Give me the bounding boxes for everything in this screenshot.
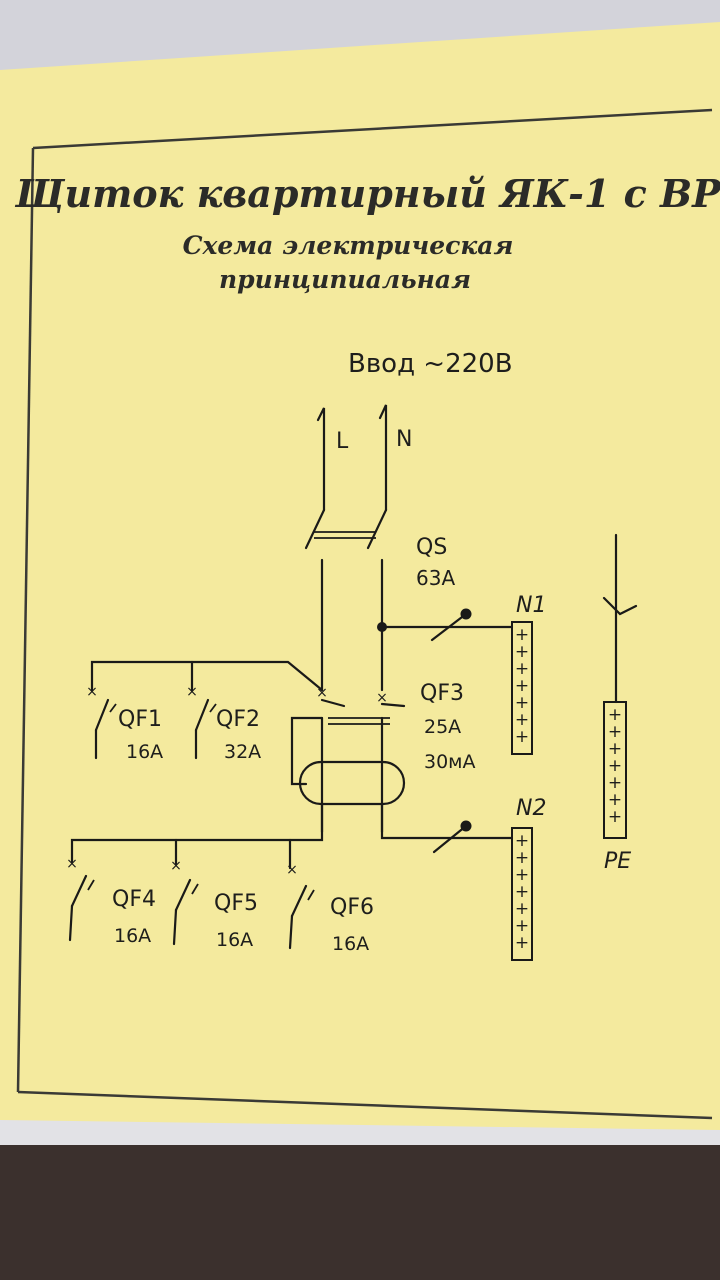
svg-text:+: + <box>608 722 622 742</box>
svg-text:+: + <box>515 727 529 747</box>
qf1-rating: 16А <box>126 741 163 763</box>
bus-pe-label: PE <box>604 849 631 874</box>
svg-text:+: + <box>515 659 529 679</box>
bus-n1: + + + + + + + <box>511 621 533 755</box>
svg-text:+: + <box>515 642 529 662</box>
bus-n2-label: N2 <box>516 796 546 821</box>
qf3-name: QF3 <box>420 681 464 706</box>
document-subtitle-line2: принципиальная <box>219 265 471 294</box>
neutral-label: N <box>396 427 412 452</box>
qf3-rating: 25А <box>424 716 461 738</box>
paper-sheet <box>0 22 720 1130</box>
svg-text:+: + <box>515 848 529 868</box>
qf2-name: QF2 <box>216 707 260 732</box>
svg-text:×: × <box>376 690 388 706</box>
svg-text:+: + <box>515 676 529 696</box>
svg-text:×: × <box>86 684 98 700</box>
bus-n1-label: N1 <box>516 593 546 618</box>
sheet-border-bottom <box>17 1090 713 1120</box>
input-label: Ввод ~220В <box>348 349 513 379</box>
qf2-rating: 32А <box>224 741 261 763</box>
lower-bus: × × × <box>66 802 324 878</box>
qf3-leakage: 30мА <box>424 751 476 773</box>
svg-text:+: + <box>515 899 529 919</box>
bus-n2: + + + + + + + <box>511 827 533 961</box>
upper-bus: × × × × <box>86 660 388 706</box>
rcd-to-n2 <box>380 802 514 854</box>
pe-line <box>602 533 638 704</box>
sheet-border <box>32 108 713 150</box>
document-title: Щиток квартирный ЯК-1 с ВР <box>14 171 720 216</box>
qf4-name: QF4 <box>112 887 156 912</box>
svg-text:+: + <box>608 705 622 725</box>
qs-name: QS <box>416 535 447 560</box>
sheet-border-left <box>16 147 35 1093</box>
svg-text:×: × <box>316 685 328 701</box>
qf5-name: QF5 <box>214 891 258 916</box>
breaker-qf1 <box>94 698 117 760</box>
phase-label: L <box>336 429 349 454</box>
svg-text:+: + <box>608 739 622 759</box>
svg-text:+: + <box>515 916 529 936</box>
svg-text:+: + <box>515 710 529 730</box>
neutral-to-n1 <box>377 608 514 642</box>
svg-text:+: + <box>608 790 622 810</box>
svg-text:×: × <box>170 858 182 874</box>
svg-text:×: × <box>186 684 198 700</box>
qs-rating: 63А <box>416 566 455 590</box>
breaker-qf6 <box>288 884 315 950</box>
document-subtitle-line1: Схема электрическая <box>183 231 514 260</box>
svg-text:+: + <box>515 933 529 953</box>
svg-text:+: + <box>515 625 529 645</box>
breaker-qf2 <box>194 698 217 760</box>
svg-text:+: + <box>515 865 529 885</box>
svg-text:+: + <box>515 693 529 713</box>
qf5-rating: 16А <box>216 929 253 951</box>
breaker-qf5 <box>172 878 199 946</box>
svg-text:×: × <box>286 862 298 878</box>
svg-text:+: + <box>608 807 622 827</box>
svg-text:+: + <box>515 831 529 851</box>
svg-text:+: + <box>608 756 622 776</box>
floor-strip <box>0 1135 720 1280</box>
qf6-name: QF6 <box>330 895 374 920</box>
qf4-rating: 16А <box>114 925 151 947</box>
qf1-name: QF1 <box>118 707 162 732</box>
breaker-qf4 <box>68 874 95 942</box>
qf6-rating: 16А <box>332 933 369 955</box>
bus-pe: + + + + + + + <box>603 701 627 839</box>
incoming-lines <box>316 404 388 512</box>
svg-text:+: + <box>515 882 529 902</box>
svg-text:×: × <box>66 856 78 872</box>
svg-text:+: + <box>608 773 622 793</box>
